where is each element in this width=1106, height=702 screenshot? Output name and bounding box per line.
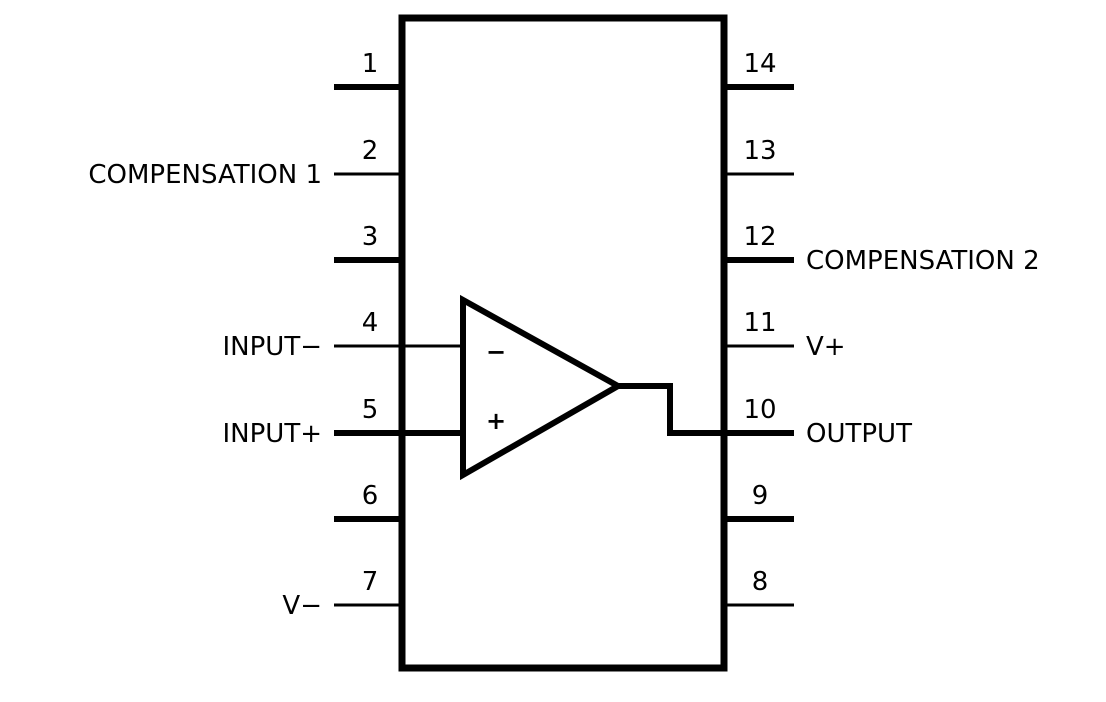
pin-4-label: INPUT− bbox=[223, 332, 323, 362]
pin-8-number: 8 bbox=[752, 567, 769, 597]
opamp-triangle bbox=[460, 294, 625, 481]
pin-14-number: 14 bbox=[743, 49, 776, 79]
pin-5-number: 5 bbox=[362, 395, 379, 425]
pin-6-number: 6 bbox=[362, 481, 379, 511]
pin-2-number: 2 bbox=[362, 136, 379, 166]
pin-12-label: COMPENSATION 2 bbox=[806, 246, 1040, 276]
ic-package-body bbox=[398, 14, 728, 672]
pin-9-number: 9 bbox=[752, 481, 769, 511]
pin-12-number: 12 bbox=[743, 222, 776, 252]
opamp-minus-sign: − bbox=[486, 338, 506, 366]
pin-1-number: 1 bbox=[362, 49, 379, 79]
pin-5-label: INPUT+ bbox=[223, 419, 323, 449]
pin-3-number: 3 bbox=[362, 222, 379, 252]
pin-7-number: 7 bbox=[362, 567, 379, 597]
pin-10-number: 10 bbox=[743, 395, 776, 425]
pin-10-label: OUTPUT bbox=[806, 419, 912, 449]
pin-2-label: COMPENSATION 1 bbox=[88, 160, 322, 190]
wire-output bbox=[618, 383, 724, 436]
pin-13-number: 13 bbox=[743, 136, 776, 166]
pin-4-number: 4 bbox=[362, 308, 379, 338]
pin-7-label: V− bbox=[282, 591, 322, 621]
opamp-plus-sign: + bbox=[486, 407, 506, 435]
pin-11-label: V+ bbox=[806, 332, 846, 362]
pin-11-number: 11 bbox=[743, 308, 776, 338]
